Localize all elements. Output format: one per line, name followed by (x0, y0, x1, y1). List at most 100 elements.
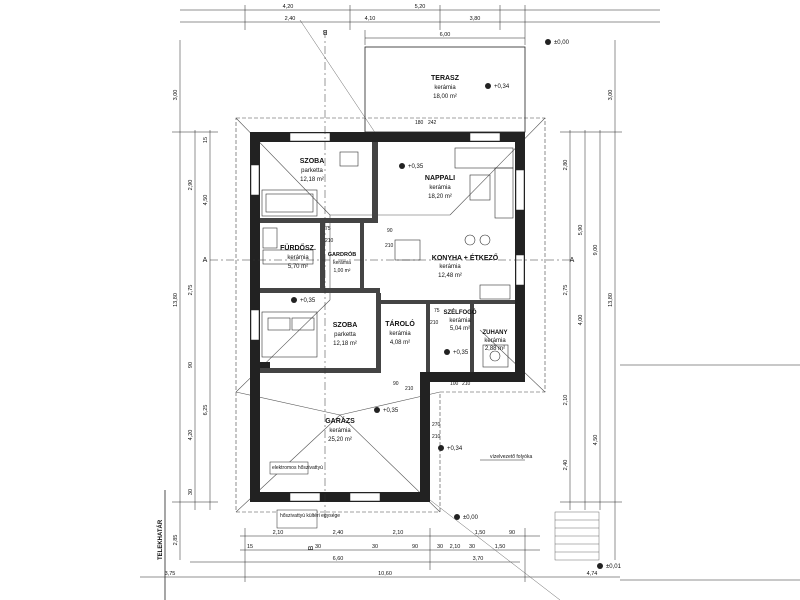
svg-text:2,10: 2,10 (450, 544, 461, 550)
svg-text:+0,35: +0,35 (408, 164, 424, 170)
drainage-label: vízelvezető folyóka (490, 454, 532, 460)
room-name: SZOBA (333, 322, 358, 329)
telekhatar-label: TELEKHATÁR (157, 519, 164, 560)
room-furdo: FÜRDŐSZ. kerámia 5,70 m² (280, 243, 316, 270)
svg-text:2,80: 2,80 (563, 160, 569, 171)
svg-text:2,10: 2,10 (563, 395, 569, 406)
svg-text:3,00: 3,00 (173, 90, 179, 101)
room-garazs: GARÁZS kerámia 25,20 m² (325, 416, 355, 443)
svg-text:210: 210 (405, 386, 414, 392)
svg-text:±0,00: ±0,00 (554, 40, 570, 46)
heat-pump-outdoor-label: hőszivattyú kültéri egysége (276, 509, 340, 529)
svg-text:90: 90 (412, 544, 418, 550)
room-area: 12,48 m² (438, 273, 462, 279)
svg-text:vízelvezető folyóka: vízelvezető folyóka (490, 454, 532, 460)
svg-text:2,40: 2,40 (285, 16, 296, 22)
room-name: NAPPALI (425, 175, 455, 182)
room-area: 25,20 m² (328, 437, 352, 443)
svg-text:2,40: 2,40 (333, 530, 344, 536)
svg-text:4,74: 4,74 (587, 571, 598, 577)
svg-text:B: B (308, 545, 315, 550)
svg-text:+0,35: +0,35 (383, 408, 399, 414)
room-name: TÁROLÓ (385, 319, 415, 328)
room-area: 12,18 m² (300, 177, 324, 183)
svg-text:2,40: 2,40 (563, 460, 569, 471)
svg-text:4,10: 4,10 (365, 16, 376, 22)
dimension-lines-right (560, 40, 622, 560)
svg-text:6,60: 6,60 (333, 556, 344, 562)
svg-text:75: 75 (325, 226, 331, 232)
dimension-lines-bottom (140, 528, 620, 582)
svg-text:4,20: 4,20 (283, 4, 294, 10)
svg-text:2,85: 2,85 (173, 535, 179, 546)
room-name: GARÁZS (325, 416, 355, 425)
svg-text:210: 210 (385, 243, 394, 249)
room-name: KONYHA + ÉTKEZŐ (432, 253, 499, 262)
svg-text:3,80: 3,80 (470, 16, 481, 22)
room-konyha: KONYHA + ÉTKEZŐ kerámia 12,48 m² (432, 253, 499, 279)
svg-text:1,50: 1,50 (495, 544, 506, 550)
level-marker: ±0,01 (597, 563, 622, 570)
exterior-walls (250, 132, 525, 502)
svg-text:hőszivattyú kültéri egysége: hőszivattyú kültéri egysége (280, 513, 340, 519)
room-name: FÜRDŐSZ. (280, 243, 316, 252)
level-marker: +0,35 (444, 349, 469, 356)
svg-text:+0,35: +0,35 (300, 298, 316, 304)
room-area: 12,18 m² (333, 341, 357, 347)
svg-text:30: 30 (188, 489, 194, 495)
level-marker: +0,35 (399, 163, 424, 170)
svg-text:30: 30 (469, 544, 475, 550)
svg-text:270: 270 (432, 422, 441, 428)
svg-text:elektromos hőszivattyú: elektromos hőszivattyú (272, 465, 323, 471)
room-material: parketta (301, 168, 323, 174)
svg-text:210: 210 (432, 434, 441, 440)
room-material: kerámia (439, 264, 461, 270)
svg-text:242: 242 (428, 120, 437, 126)
svg-text:+0,34: +0,34 (494, 84, 510, 90)
room-name: GARDRÓB (328, 250, 356, 258)
section-line-a: A A (203, 257, 575, 264)
level-marker: ±0,00 (454, 514, 479, 521)
svg-text:15: 15 (203, 137, 209, 143)
room-area: 18,00 m² (433, 94, 457, 100)
level-marker: +0,35 (291, 297, 316, 304)
room-material: parketta (334, 332, 356, 338)
level-marker: ±0,00 (545, 39, 570, 46)
path-diagonal (429, 499, 561, 600)
room-material: kerámia (287, 255, 309, 261)
svg-text:2,90: 2,90 (188, 180, 194, 191)
svg-text:210: 210 (325, 238, 334, 244)
svg-text:2,10: 2,10 (393, 530, 404, 536)
roof-ridge-lines (235, 117, 546, 513)
room-area: 5,70 m² (288, 264, 308, 270)
svg-text:±0,01: ±0,01 (606, 564, 622, 570)
level-marker: +0,34 (485, 83, 510, 90)
room-material: kerámia (333, 260, 351, 266)
level-markers: ±0,00 +0,34 +0,35 +0,35 +0,35 +0,35 +0,3… (291, 39, 622, 570)
svg-text:100: 100 (450, 381, 459, 387)
dimension-lines-left (172, 40, 218, 560)
svg-text:+0,35: +0,35 (453, 350, 469, 356)
dimension-texts-right: 3,00 2,80 5,90 9,00 2,75 13,80 4,00 2,10… (563, 90, 614, 471)
terrace-diagonal (299, 19, 381, 141)
svg-text:±0,00: ±0,00 (463, 515, 479, 521)
svg-text:210: 210 (430, 320, 439, 326)
svg-text:9,00: 9,00 (593, 245, 599, 256)
svg-text:30: 30 (372, 544, 378, 550)
svg-text:2,75: 2,75 (563, 285, 569, 296)
svg-text:180: 180 (415, 120, 424, 126)
svg-text:90: 90 (393, 381, 399, 387)
svg-text:6,25: 6,25 (203, 405, 209, 416)
room-area: 1,00 m² (334, 268, 351, 274)
room-nappali: NAPPALI kerámia 18,20 m² (425, 175, 455, 200)
svg-text:30: 30 (315, 544, 321, 550)
room-name: SZÉLFOGÓ (444, 308, 477, 316)
section-line-b: B B (308, 28, 327, 550)
room-area: 5,04 m² (450, 326, 470, 332)
svg-text:13,80: 13,80 (608, 293, 614, 307)
room-name: TERASZ (431, 75, 460, 82)
room-name: ZUHANY (483, 330, 508, 336)
room-material: kerámia (484, 338, 506, 344)
svg-text:13,80: 13,80 (173, 293, 179, 307)
level-marker: +0,34 (438, 445, 463, 452)
